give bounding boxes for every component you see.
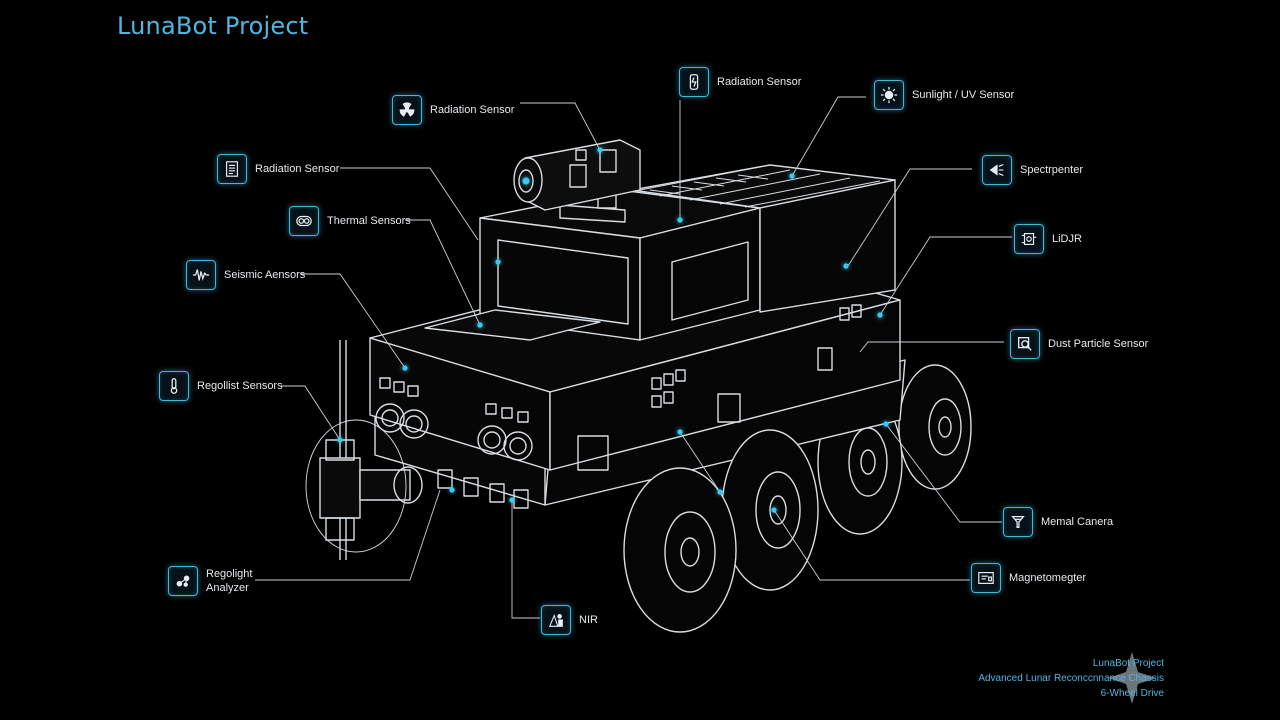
- page-title: LunaBot Project: [117, 12, 309, 40]
- callout-radiation-sensor-left: Radiation Sensor: [217, 154, 339, 184]
- lidar-icon: [1014, 224, 1044, 254]
- callout-radiation-sensor-turret: Radiation Sensor: [392, 95, 514, 125]
- callout-label: Seismic Aensors: [224, 269, 306, 281]
- callout-label: Radiation Sensor: [255, 163, 340, 175]
- callout-label: Radiation Sensor: [430, 104, 515, 116]
- callout-label: Spectrpenter: [1020, 164, 1083, 176]
- thermometer-icon: [159, 371, 189, 401]
- body-side: [549, 299, 901, 471]
- front-panel-ports: [375, 377, 533, 509]
- camera-turret: [513, 139, 641, 223]
- callout-label: Thermal Sensors: [327, 215, 411, 227]
- callout-regolith-sensors: Regollist Sensors: [159, 371, 283, 401]
- callout-label: Magnetomegter: [1009, 572, 1087, 584]
- sun-icon: [874, 80, 904, 110]
- rear-box-side: [759, 179, 896, 313]
- callout-label: Radiation Sensor: [717, 76, 802, 88]
- footer-caption: LunaBot Project Advanced Lunar Reconccnn…: [978, 656, 1164, 701]
- camera-icon: [1003, 507, 1033, 537]
- callout-label-line1: Regolight: [206, 568, 253, 580]
- cabin-window-front: [497, 239, 629, 325]
- waveform-icon: [186, 260, 216, 290]
- callout-label: NIR: [579, 614, 598, 626]
- rover-body: [305, 139, 972, 633]
- wheel-rear: [898, 364, 972, 490]
- callout-radiation-sensor-top: Radiation Sensor: [679, 67, 801, 97]
- radiation-tube-icon: [679, 67, 709, 97]
- callout-lidar: LiDJR: [1014, 224, 1082, 254]
- callout-spectrometer: Spectrpenter: [982, 155, 1083, 185]
- spectrometer-icon: [982, 155, 1012, 185]
- drill-arm: [305, 340, 423, 560]
- magnifier-icon: [1010, 329, 1040, 359]
- callout-label-line2: Analyzer: [206, 582, 249, 594]
- callout-label: Dust Particle Sensor: [1048, 338, 1149, 350]
- solar-panel-grid: [639, 164, 881, 208]
- callout-regolith-analyzer: Regolight Analyzer: [168, 566, 252, 596]
- callout-magnetometer: Magnetomegter: [971, 563, 1086, 593]
- callout-nir: NIR: [541, 605, 598, 635]
- footer-line-3: 6-Wheel Drive: [1100, 688, 1164, 699]
- callout-label: LiDJR: [1052, 233, 1082, 245]
- nir-sensor-icon: [541, 605, 571, 635]
- callout-label: Sunlight / UV Sensor: [912, 89, 1015, 101]
- wheel-front-rear: [721, 429, 819, 591]
- callout-leader-lines: [255, 96, 1012, 619]
- callout-label: Regollist Sensors: [197, 380, 283, 392]
- callout-dust-particle-sensor: Dust Particle Sensor: [1010, 329, 1148, 359]
- callout-label: Memal Canera: [1041, 516, 1114, 528]
- footer-line-1: LunaBot Project: [1092, 658, 1164, 669]
- callout-sunlight-uv-sensor: Sunlight / UV Sensor: [874, 80, 1014, 110]
- callout-label: Regolight Analyzer: [206, 567, 252, 595]
- callout-seismic-sensors: Seismic Aensors: [186, 260, 305, 290]
- cabin-window-side: [671, 241, 749, 321]
- callout-anchor-dots: [337, 147, 889, 513]
- footer-line-2: Advanced Lunar Reconccnnance Chassis: [978, 673, 1164, 684]
- side-panel-ports: [577, 304, 862, 471]
- star-decoration-icon: [1108, 652, 1156, 704]
- radiation-icon: [392, 95, 422, 125]
- thermal-sensor-icon: [289, 206, 319, 236]
- molecule-icon: [168, 566, 198, 596]
- callout-thermal-sensors: Thermal Sensors: [289, 206, 411, 236]
- document-icon: [217, 154, 247, 184]
- wheel-front: [623, 467, 737, 633]
- magnetometer-icon: [971, 563, 1001, 593]
- callout-thermal-camera: Memal Canera: [1003, 507, 1113, 537]
